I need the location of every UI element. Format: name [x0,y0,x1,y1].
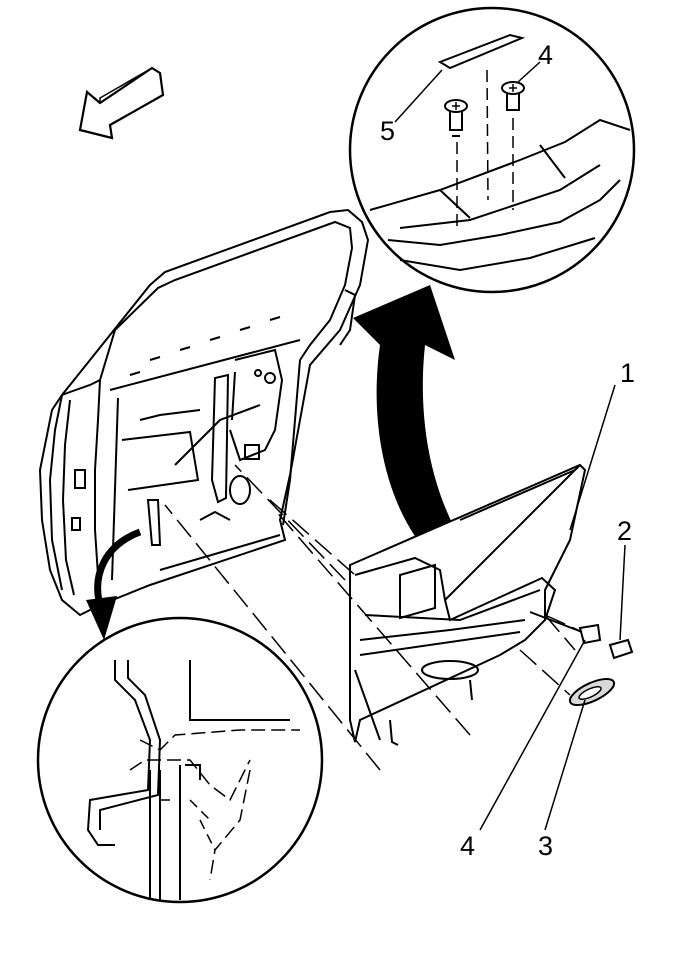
bezel-3 [568,677,616,707]
screw-4-top [501,81,525,111]
callout-1: 1 [620,358,635,388]
curved-arrow-up [353,285,490,590]
screw-4-bottom [529,611,602,645]
alignment-lines [164,464,601,771]
curved-arrow-down [86,528,142,640]
magnified-pull-cup-detail [348,6,636,294]
callout-4-bottom: 4 [460,831,475,861]
callout-3: 3 [538,831,553,861]
door-frame [38,208,370,617]
forward-direction-arrow [78,66,165,140]
magnified-clip-detail [36,616,324,904]
leader-lines [394,61,626,831]
callout-5: 5 [380,116,395,146]
screw-5 [444,99,468,137]
clip-2 [608,638,634,660]
callout-2: 2 [617,516,632,546]
callout-4-top: 4 [538,40,553,70]
